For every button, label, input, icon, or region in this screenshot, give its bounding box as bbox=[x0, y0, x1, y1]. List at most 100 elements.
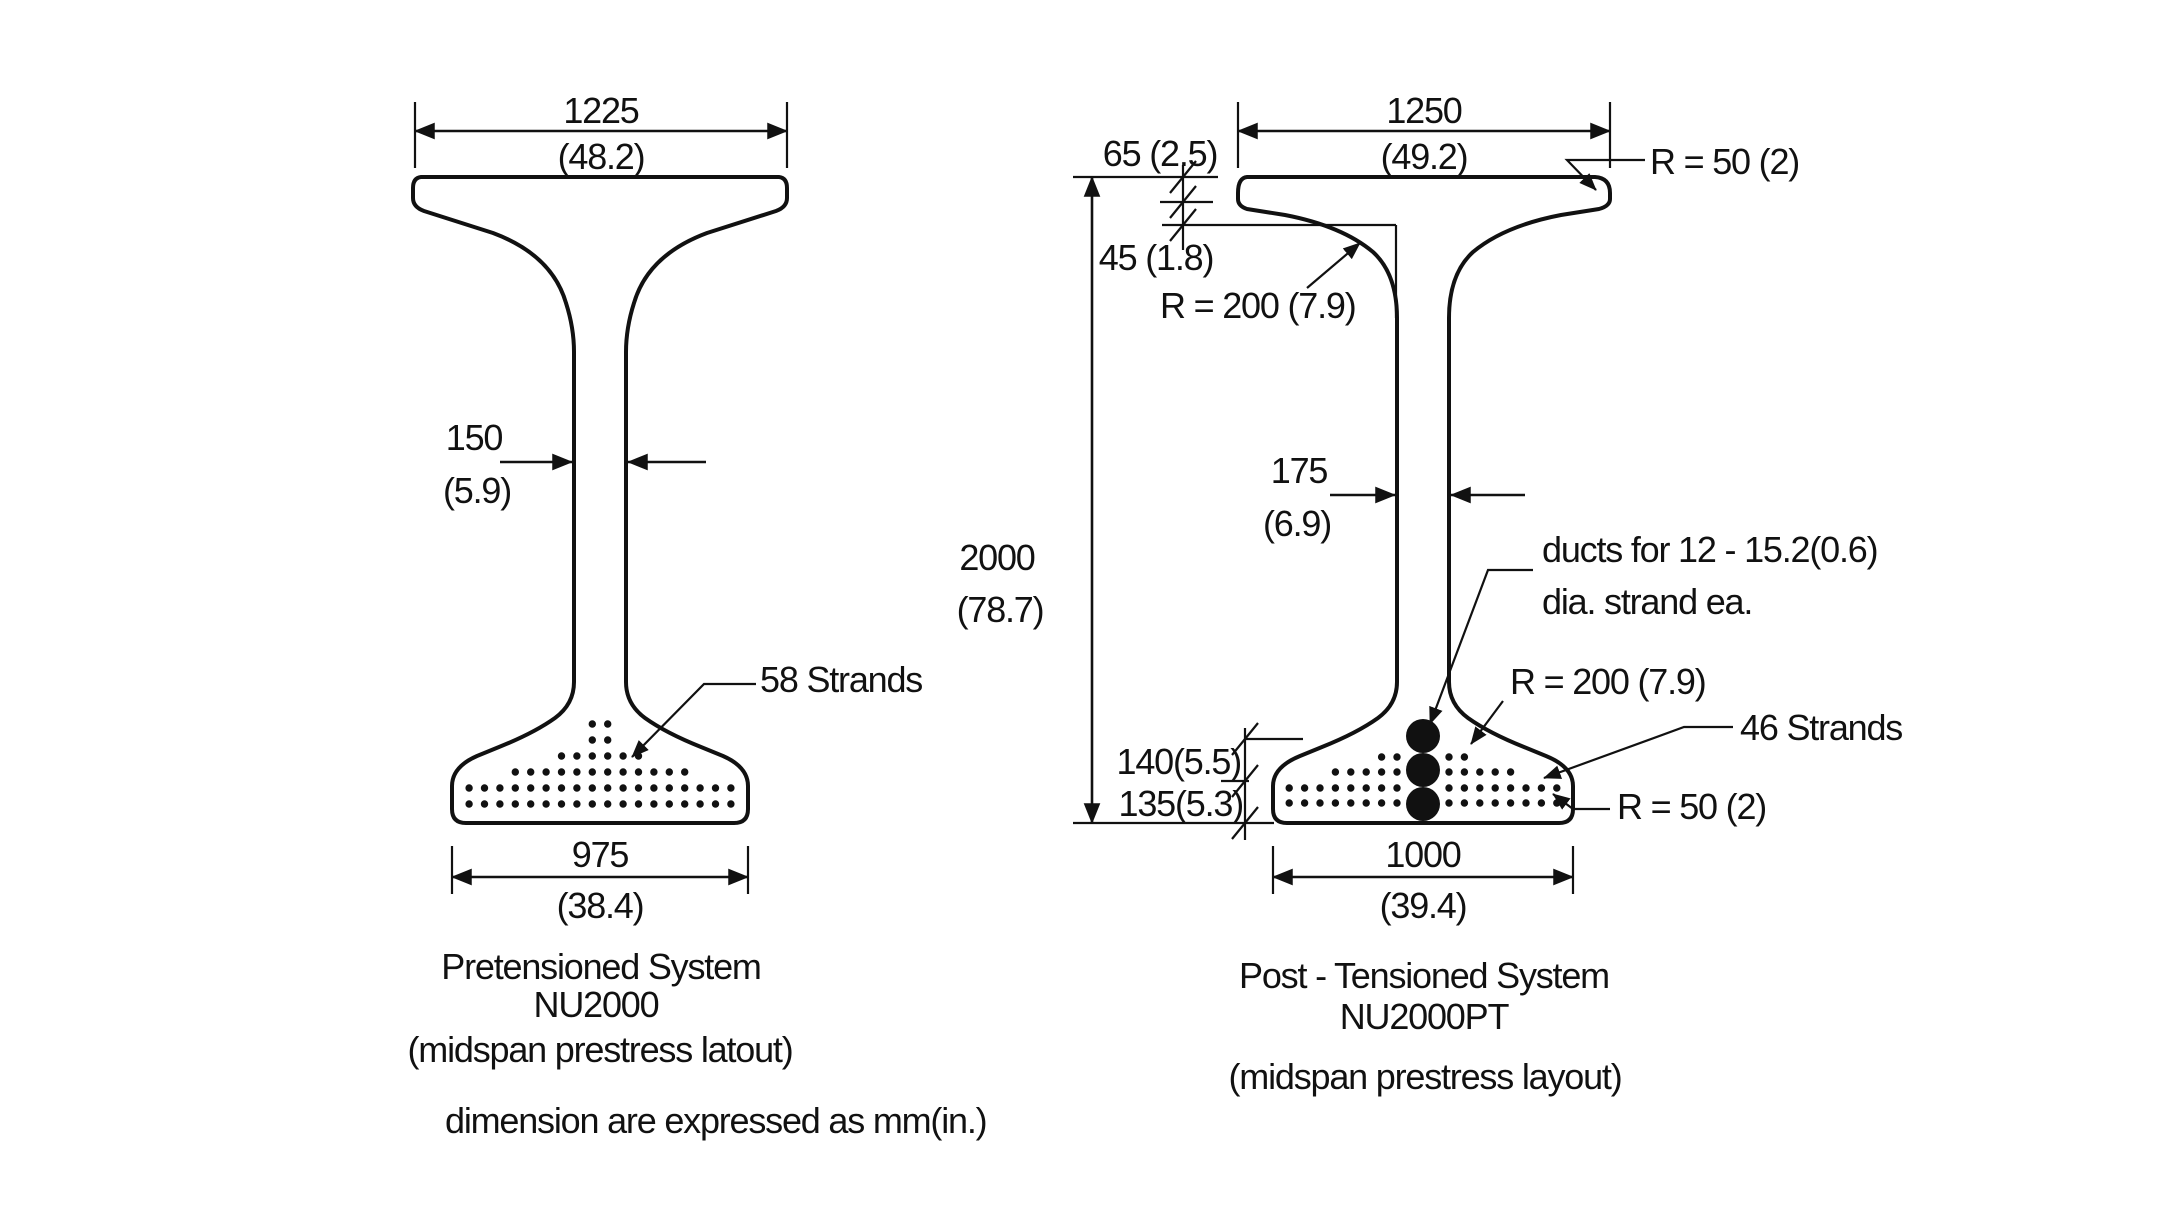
strand-dot bbox=[557, 752, 566, 760]
strand-dot bbox=[1506, 784, 1515, 792]
strand-dot bbox=[727, 800, 735, 808]
right-caption-line3: (midspan prestress layout) bbox=[1229, 1056, 1622, 1097]
right-bottom-width-in: (39.4) bbox=[1380, 885, 1467, 926]
left-bottom-width-dimension: 975 (38.4) bbox=[450, 834, 750, 926]
strand-dot bbox=[1506, 768, 1515, 776]
strand-dot bbox=[1522, 799, 1530, 807]
strand-dot bbox=[1285, 799, 1293, 807]
strand-dot bbox=[1393, 799, 1401, 807]
strand-dot bbox=[511, 768, 519, 776]
strand-dot bbox=[573, 752, 581, 760]
strand-dot bbox=[1476, 799, 1484, 807]
left-top-width-dimension: 1225 (48.2) bbox=[413, 90, 789, 177]
strand-dot bbox=[527, 800, 535, 808]
right-strand-level-dimensions: 140(5.5) 135(5.3) bbox=[1117, 722, 1303, 840]
right-caption: Post - Tensioned System NU2000PT (midspa… bbox=[1229, 955, 1623, 1097]
right-girder-outline bbox=[1236, 175, 1612, 825]
strand-dot bbox=[588, 784, 596, 792]
strand-dot bbox=[1393, 753, 1401, 761]
left-web-width-in: (5.9) bbox=[443, 470, 511, 511]
strand-dot bbox=[1347, 799, 1355, 807]
strand-dot bbox=[1316, 799, 1324, 807]
units-footnote: dimension are expressed as mm(in.) bbox=[445, 1100, 986, 1141]
strand-dot bbox=[1522, 784, 1530, 792]
right-bottom-width-mm: 1000 bbox=[1385, 834, 1460, 875]
strand-dot bbox=[604, 784, 612, 792]
right-bottom-width-dimension: 1000 (39.4) bbox=[1271, 834, 1575, 926]
right-web-width-in: (6.9) bbox=[1263, 503, 1331, 544]
strand-dot bbox=[1460, 799, 1469, 807]
strand-dot bbox=[588, 720, 596, 728]
right-top-fillet-radius-label: R = 200 (7.9) bbox=[1160, 285, 1356, 326]
strand-dot bbox=[1537, 784, 1546, 792]
post-tension-ducts bbox=[1406, 719, 1440, 821]
strand-dot bbox=[711, 784, 720, 792]
strand-dot bbox=[465, 784, 473, 792]
strand-dot bbox=[496, 800, 504, 808]
left-web-width-dimension: 150 (5.9) bbox=[443, 417, 706, 511]
strand-dot bbox=[665, 800, 673, 808]
strand-dot bbox=[634, 784, 643, 792]
strand-dot bbox=[1460, 768, 1469, 776]
right-height-dimension: 2000 (78.7) bbox=[957, 175, 1274, 825]
strand-dot bbox=[1445, 784, 1453, 792]
strand-dot bbox=[1331, 799, 1340, 807]
strand-dot bbox=[619, 752, 627, 760]
left-girder-outline bbox=[411, 175, 789, 825]
right-dim-140: 140(5.5) bbox=[1117, 741, 1242, 782]
strand-dot bbox=[604, 800, 612, 808]
right-web-width-mm: 175 bbox=[1271, 450, 1328, 491]
strand-dot bbox=[480, 800, 489, 808]
strand-dot bbox=[1491, 768, 1499, 776]
strand-dot bbox=[1362, 768, 1370, 776]
strand-dot bbox=[1362, 784, 1370, 792]
strand-dot bbox=[1476, 768, 1484, 776]
left-caption-line2: NU2000 bbox=[534, 984, 659, 1025]
left-bottom-width-in: (38.4) bbox=[557, 885, 644, 926]
strand-dot bbox=[681, 800, 689, 808]
strand-dot bbox=[1460, 784, 1469, 792]
right-top-width-mm: 1250 bbox=[1386, 90, 1461, 131]
strand-dot bbox=[1393, 784, 1401, 792]
left-caption: Pretensioned System NU2000 (midspan pres… bbox=[408, 946, 794, 1070]
strand-dot bbox=[650, 784, 658, 792]
left-top-width-mm: 1225 bbox=[563, 90, 638, 131]
ducts-callout: ducts for 12 - 15.2(0.6) dia. strand ea. bbox=[1428, 529, 1879, 725]
strand-dot bbox=[1445, 768, 1453, 776]
strand-dot bbox=[665, 784, 673, 792]
right-top-width-in: (49.2) bbox=[1381, 136, 1468, 177]
strand-dot bbox=[1445, 753, 1453, 761]
strand-dot bbox=[1553, 784, 1561, 792]
strand-dot bbox=[1445, 799, 1453, 807]
strand-dot bbox=[1377, 753, 1386, 761]
strand-dot bbox=[465, 800, 473, 808]
strand-dot bbox=[527, 784, 535, 792]
strand-dot bbox=[480, 784, 489, 792]
strand-dot bbox=[557, 800, 566, 808]
right-caption-line2: NU2000PT bbox=[1340, 996, 1510, 1037]
strand-dot bbox=[681, 784, 689, 792]
strand-dot bbox=[1331, 768, 1340, 776]
left-caption-line1: Pretensioned System bbox=[441, 946, 760, 987]
right-flange-taper-depth: 45 (1.8) bbox=[1099, 237, 1213, 278]
strand-dot bbox=[542, 768, 550, 776]
right-bottom-fillet-radius-label: R = 200 (7.9) bbox=[1510, 661, 1706, 702]
ducts-label-line1: ducts for 12 - 15.2(0.6) bbox=[1542, 529, 1877, 570]
strand-dot bbox=[604, 768, 612, 776]
strand-dot bbox=[1460, 753, 1469, 761]
strand-dot bbox=[727, 784, 735, 792]
strand-dot bbox=[588, 736, 596, 744]
strand-dot bbox=[527, 768, 535, 776]
strand-dot bbox=[1285, 784, 1293, 792]
left-web-width-mm: 150 bbox=[446, 417, 503, 458]
strand-dot bbox=[1347, 784, 1355, 792]
strand-dot bbox=[634, 768, 643, 776]
strand-dot bbox=[1491, 784, 1499, 792]
strand-dot bbox=[1300, 784, 1309, 792]
strand-dot bbox=[1377, 768, 1386, 776]
strand-dot bbox=[573, 768, 581, 776]
strand-dot bbox=[1347, 768, 1355, 776]
post-tension-duct bbox=[1406, 787, 1440, 821]
strand-dot bbox=[619, 800, 627, 808]
